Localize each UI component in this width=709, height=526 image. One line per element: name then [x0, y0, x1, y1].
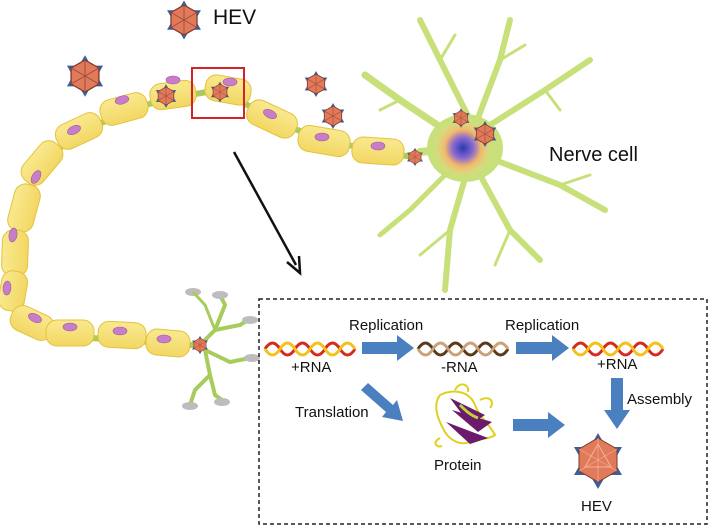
- myelinated-axon: [0, 74, 414, 358]
- nerve-cell-label: Nerve cell: [549, 144, 638, 166]
- plus-rna-label-1: +RNA: [291, 359, 332, 376]
- minus-rna-label: -RNA: [441, 359, 478, 376]
- plus-rna-label-2: +RNA: [597, 356, 638, 373]
- highlight-box: [191, 67, 245, 119]
- hev-title-label: HEV: [213, 6, 257, 29]
- hev-virus-icon: [66, 0, 497, 355]
- hev-bottom-label: HEV: [581, 498, 612, 515]
- zoom-arrow: [232, 151, 302, 276]
- replication-label-2: Replication: [505, 317, 580, 334]
- nerve-cell: [361, 17, 608, 293]
- process-arrows: [361, 335, 630, 438]
- translation-label: Translation: [295, 404, 369, 421]
- assembled-hev-icon: [574, 433, 622, 489]
- assembly-label: Assembly: [627, 391, 693, 408]
- protein-label: Protein: [434, 457, 482, 474]
- protein-structure-icon: [434, 383, 497, 448]
- replication-cycle-box: [258, 298, 708, 525]
- rna-helix-icon: [263, 341, 665, 357]
- replication-label-1: Replication: [349, 317, 424, 334]
